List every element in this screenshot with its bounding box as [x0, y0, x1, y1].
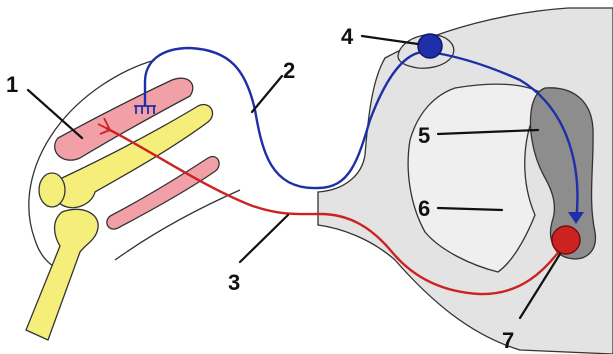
patella-bone: [38, 172, 66, 208]
label-5: 5: [418, 123, 430, 148]
muscle-upper: [54, 77, 194, 161]
leader-lines: [26, 34, 562, 320]
label-3: 3: [228, 270, 240, 295]
thigh-outline: [28, 59, 156, 271]
sensory-receptor: [97, 117, 112, 135]
label-6: 6: [418, 196, 430, 221]
label-2: 2: [283, 58, 295, 83]
skin-lower-outline: [114, 189, 241, 261]
femur-bone: [51, 103, 214, 209]
tibia-bone: [25, 208, 99, 341]
label-1: 1: [6, 72, 18, 97]
sensory-neuron-cell-body: [417, 33, 443, 59]
motor-end-plate: [134, 105, 156, 114]
synapse-ending: [568, 212, 584, 224]
motor-neuron-cell-body: [551, 225, 581, 255]
knee-joint: [25, 59, 241, 341]
motor-nerve-path: [143, 46, 579, 223]
label-4: 4: [341, 24, 354, 49]
label-7: 7: [502, 328, 514, 353]
sensory-nerve-path: [105, 126, 567, 296]
